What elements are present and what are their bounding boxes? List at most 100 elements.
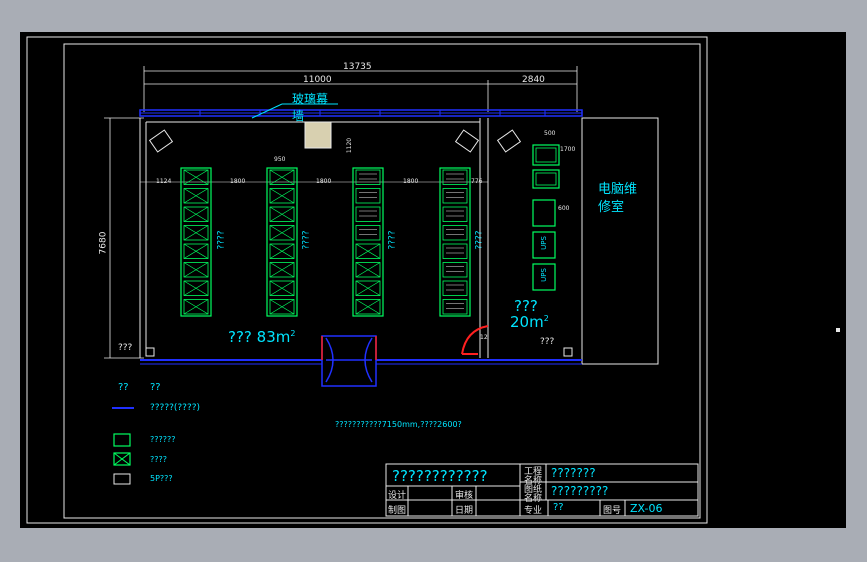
- dim-height: 7680: [98, 231, 109, 255]
- repair-room-label-2: 修室: [598, 200, 625, 215]
- rack-cabinet: [269, 225, 295, 241]
- main-room-area: ??? 83m2: [228, 328, 296, 346]
- rack-cabinet: [269, 262, 295, 278]
- dim-1124: 1124: [156, 178, 172, 185]
- rack-cabinet: [183, 280, 209, 296]
- rack-cabinet: [442, 188, 468, 204]
- drawing-no: ZX-06: [630, 502, 663, 515]
- dim-950: 950: [274, 156, 286, 163]
- rack-cabinet: [442, 169, 468, 185]
- rack-cabinet: [442, 225, 468, 241]
- dim-600: 600: [558, 205, 570, 212]
- rack-cabinet: [442, 262, 468, 278]
- drawing-name: ?????????: [551, 484, 609, 498]
- dim-left: 11000: [303, 75, 332, 85]
- rack-cabinet: [183, 206, 209, 222]
- rack-cabinet: [442, 299, 468, 315]
- rack-cabinet: [183, 243, 209, 259]
- dim-total: 13735: [343, 62, 372, 72]
- dim-1120: 1120: [346, 137, 354, 154]
- rack-column: [266, 167, 298, 317]
- room-walls: [139, 117, 659, 365]
- main-door: [321, 335, 377, 387]
- dim-1700: 1700: [560, 146, 576, 153]
- legend-symbols: [112, 407, 134, 485]
- dim-500: 500: [544, 130, 556, 137]
- inner-door-arc: [461, 325, 489, 355]
- rack-cabinet: [442, 243, 468, 259]
- glass-curtain-wall: [139, 109, 583, 117]
- rack-cabinet: [355, 262, 381, 278]
- dim-1800a: 1800: [230, 178, 246, 185]
- corner-label-right: ???: [540, 337, 555, 347]
- rack-cabinet: [269, 280, 295, 296]
- rack-column: [180, 167, 212, 317]
- glass-curtain-label-1: 玻璃幕: [292, 92, 329, 106]
- rack-cabinet: [442, 206, 468, 222]
- legend-5p-item: 5P???: [150, 474, 173, 483]
- rack-column: [352, 167, 384, 317]
- legend-x-item: ????: [150, 455, 167, 464]
- inner-border: [63, 43, 701, 519]
- legend-header-b: ??: [150, 382, 161, 393]
- rack-cabinet: [183, 225, 209, 241]
- legend-box-item: ??????: [150, 435, 176, 444]
- legend-line-item: ?????(????): [150, 403, 201, 413]
- rack-cabinet: [355, 169, 381, 185]
- rack-cabinet: [183, 299, 209, 315]
- ups-label-1: UPS: [539, 236, 548, 250]
- repair-room-label-1: 电脑维: [598, 182, 638, 197]
- label-design: 设计: [388, 491, 407, 501]
- ups-label-2: UPS: [539, 268, 548, 282]
- dim-776: 776: [471, 178, 483, 185]
- rack-cabinet: [355, 225, 381, 241]
- dimension-lines: [104, 66, 578, 359]
- label-no: 图号: [603, 506, 622, 516]
- drawing-note: ???????????7150mm,????2600?: [335, 420, 462, 429]
- rack-label-4: ????: [474, 230, 485, 250]
- rack-rows: [180, 167, 471, 317]
- rack-column: [439, 167, 471, 317]
- dim-right: 2840: [522, 75, 545, 85]
- label-tuzhi: 图纸: [524, 485, 543, 495]
- rack-cabinet: [355, 243, 381, 259]
- corner-label-left: ???: [118, 343, 133, 353]
- rack-cabinet: [355, 280, 381, 296]
- legend-header-a: ??: [118, 382, 129, 393]
- title-block: [385, 463, 699, 517]
- label-mingcheng: 名称: [524, 476, 543, 486]
- sheet-border: [26, 36, 708, 524]
- rack-cabinet: [355, 299, 381, 315]
- project-name: ???????: [551, 466, 596, 480]
- label-mingcheng2: 名称: [524, 494, 543, 504]
- dim-1800b: 1800: [316, 178, 332, 185]
- project-title: ????????????: [392, 467, 488, 485]
- rack-cabinet: [442, 280, 468, 296]
- glass-curtain-label-2: 墙: [292, 109, 305, 123]
- rack-cabinet: [269, 188, 295, 204]
- cad-canvas[interactable]: [20, 32, 846, 528]
- label-draw: 制图: [388, 506, 407, 516]
- rack-cabinet: [269, 243, 295, 259]
- rack-cabinet: [183, 262, 209, 278]
- small-room-area: 20m2: [510, 313, 549, 331]
- label-date: 日期: [455, 506, 474, 516]
- label-review: 审核: [455, 491, 474, 501]
- rack-cabinet: [355, 206, 381, 222]
- repair-room-equipment: [532, 144, 560, 291]
- rack-label-1: ????: [216, 230, 227, 250]
- rack-cabinet: [355, 188, 381, 204]
- dim-1800c: 1800: [403, 178, 419, 185]
- rack-label-2: ????: [301, 230, 312, 250]
- door-mark: 12: [480, 334, 488, 341]
- label-gongcheng: 工程: [524, 467, 543, 477]
- label-major: 专业: [524, 506, 543, 516]
- ac-units: [148, 129, 522, 153]
- rack-cabinet: [269, 299, 295, 315]
- rack-cabinet: [269, 169, 295, 185]
- door-frame-red: [321, 336, 377, 360]
- column: [304, 121, 332, 149]
- rack-cabinet: [183, 188, 209, 204]
- small-room-name: ???: [514, 297, 538, 315]
